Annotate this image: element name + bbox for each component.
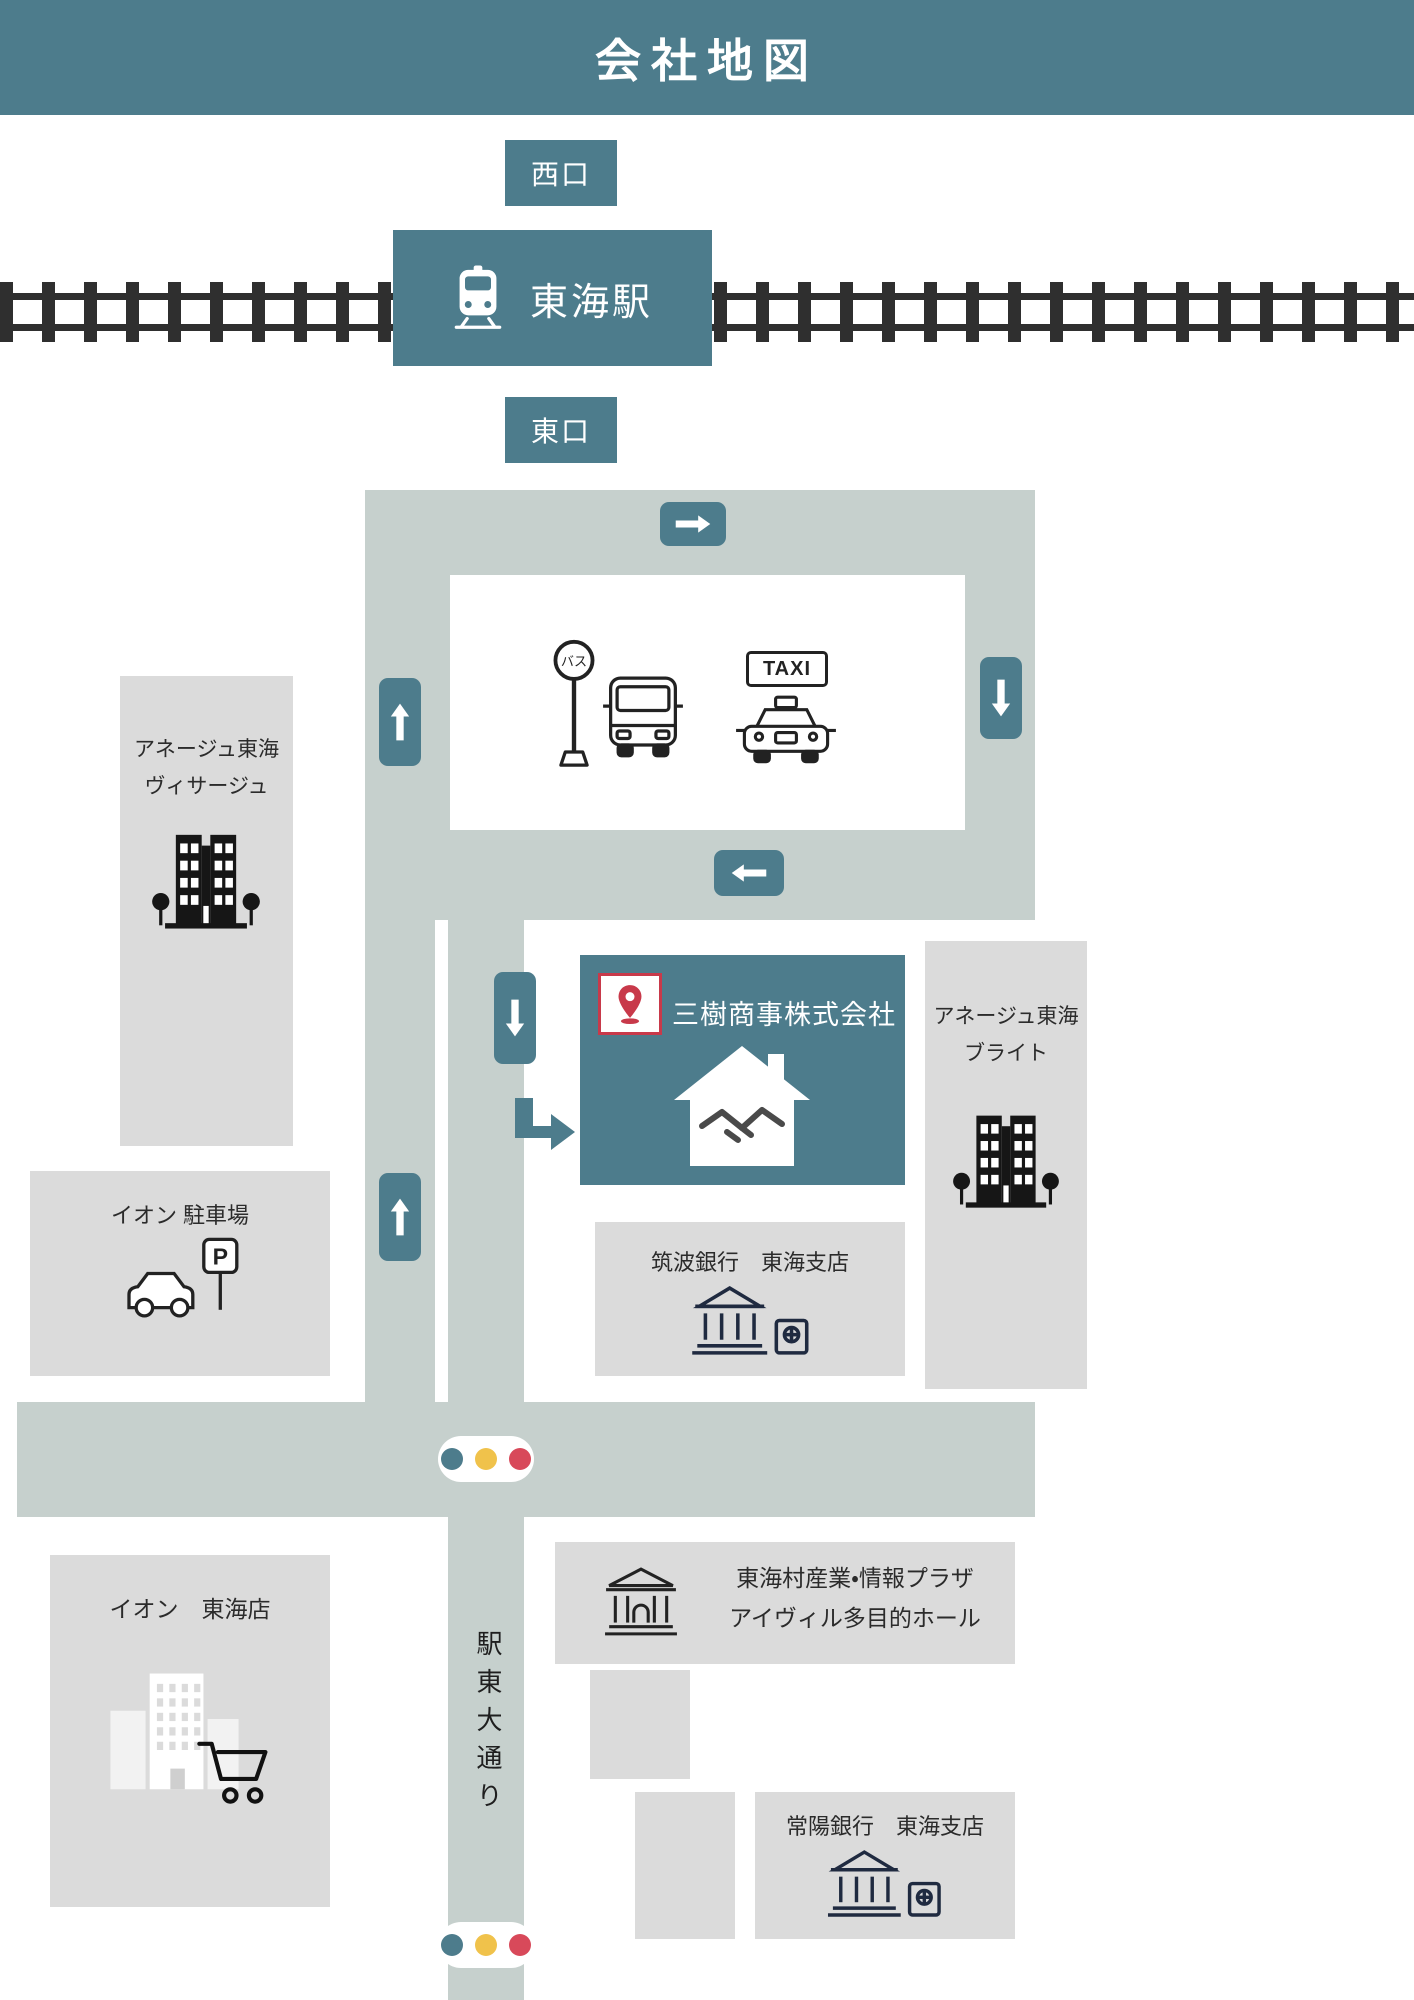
road-left-vertical [365, 920, 435, 1402]
company-house-handshake-icon [674, 1046, 810, 1166]
taxi-icon [736, 695, 836, 764]
arrow-up-icon [390, 703, 410, 741]
parking-sign-text: P [213, 1244, 228, 1270]
building-aeon-store: イオン 東海店 [50, 1555, 330, 1907]
signal-yellow-light [475, 1934, 497, 1956]
traffic-light-2 [438, 1922, 534, 1968]
header-banner: 会社地図 [0, 0, 1414, 115]
building-ivil-plaza: 東海村産業・情報プラザ アイヴィル多目的ホール [555, 1542, 1015, 1664]
station-plaza: バス TAXI [450, 575, 965, 830]
route-arrow-turn-right-icon [515, 1098, 575, 1150]
signal-red-light [509, 1448, 531, 1470]
ivil-plaza-line1: 東海村産業・情報プラザ [736, 1565, 974, 1591]
ivil-plaza-label: 東海村産業・情報プラザ アイヴィル多目的ホール [705, 1558, 1005, 1639]
signal-red-light [509, 1934, 531, 1956]
traffic-light-1 [438, 1436, 534, 1482]
arrow-left-icon [731, 864, 767, 882]
bus-stop-sign-icon: バス [553, 639, 595, 767]
building-anage-visage: アネージュ東海 ヴィサージュ [120, 676, 293, 1146]
bank-safe-icon [827, 1850, 941, 1917]
anage-visage-line2: ヴィサージュ [144, 774, 269, 798]
route-arrow-up-west-1 [379, 678, 421, 766]
building-annex-1 [590, 1670, 690, 1779]
building-anage-bright: アネージュ東海 ブライト [925, 941, 1087, 1389]
signal-green-light [441, 1934, 463, 1956]
east-exit-label: 東口 [530, 416, 591, 447]
anage-bright-label: アネージュ東海 ブライト [925, 941, 1087, 1073]
route-arrow-up-west-2 [379, 1173, 421, 1261]
east-exit-box: 東口 [505, 397, 617, 463]
parking-car-icon: P [127, 1237, 239, 1318]
route-arrow-down-avenue [494, 972, 536, 1064]
taxi-sign-text: TAXI [762, 657, 812, 680]
aeon-parking-label: イオン 駐車場 [110, 1203, 250, 1228]
building-joyo-bank: 常陽銀行 東海支店 [755, 1792, 1015, 1939]
bus-icon [603, 676, 683, 758]
station-box: 東海駅 [393, 230, 712, 366]
hall-building-icon [605, 1567, 677, 1636]
ivil-plaza-line2: アイヴィル多目的ホール [729, 1605, 981, 1632]
building-aeon-parking: イオン 駐車場 P [30, 1171, 330, 1376]
building-company-miki-shoji: 三樹商事株式会社 [580, 955, 905, 1185]
arrow-down-icon [991, 679, 1011, 717]
joyo-bank-label: 常陽銀行 東海支店 [785, 1814, 984, 1839]
aeon-store-label: イオン 東海店 [109, 1596, 271, 1622]
apartment-building-icon [953, 1115, 1059, 1208]
bank-safe-icon [692, 1285, 809, 1355]
arrow-right-icon [675, 515, 711, 533]
arrow-up-icon [390, 1198, 410, 1236]
station-name: 東海駅 [529, 281, 653, 324]
anage-visage-label: アネージュ東海 ヴィサージュ [120, 676, 293, 806]
west-exit-box: 西口 [505, 140, 617, 206]
shopping-mall-icon [110, 1673, 268, 1804]
shopping-cart-icon [197, 1741, 268, 1804]
route-arrow-down-east [980, 657, 1022, 739]
anage-bright-line2: ブライト [964, 1041, 1048, 1065]
map-pin-icon [618, 985, 642, 1025]
taxi-sign: TAXI [746, 651, 828, 687]
building-tsukuba-bank: 筑波銀行 東海支店 [595, 1222, 905, 1376]
route-arrow-left [714, 850, 784, 896]
avenue-name-label: 駅東大通り [473, 1630, 503, 1820]
signal-yellow-light [475, 1448, 497, 1470]
building-annex-2 [635, 1792, 735, 1939]
apartment-building-icon [152, 834, 260, 929]
page-title: 会社地図 [595, 33, 819, 88]
route-arrow-right [660, 502, 726, 546]
signal-green-light [441, 1448, 463, 1470]
west-exit-label: 西口 [530, 159, 591, 190]
bus-stop-sign-text: バス [561, 654, 587, 669]
tsukuba-bank-label: 筑波銀行 東海支店 [650, 1250, 849, 1275]
arrow-down-icon [505, 999, 525, 1037]
anage-visage-line1: アネージュ東海 [133, 738, 280, 761]
handshake-icon [699, 1107, 785, 1143]
map-pin-box [598, 973, 662, 1035]
train-icon [454, 265, 502, 329]
company-name: 三樹商事株式会社 [672, 1000, 896, 1030]
anage-bright-line1: アネージュ東海 [933, 1005, 1079, 1028]
